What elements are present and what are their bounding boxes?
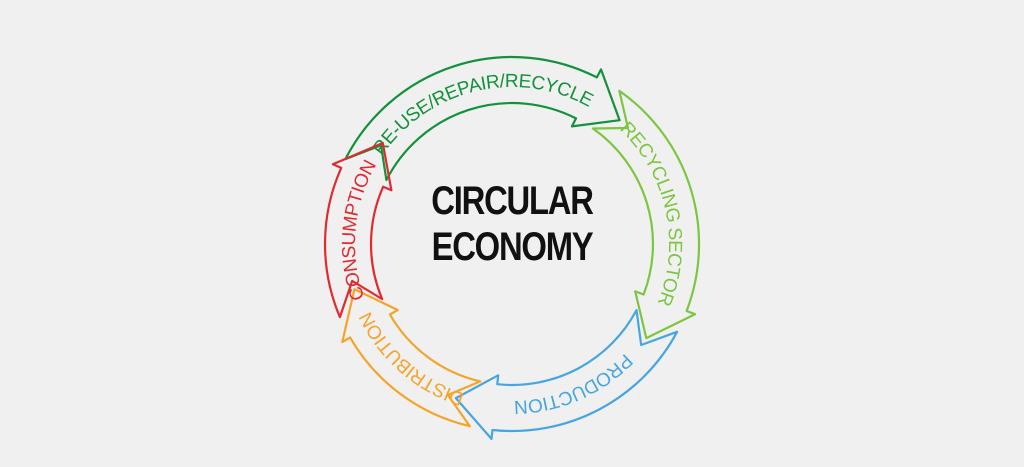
label-reuse-repair-recycle: RE-USE/REPAIR/RECYCLE — [369, 71, 596, 159]
segment-distribution: DISTRIBUTION — [341, 288, 482, 428]
arrow-reuse-repair-recycle — [344, 55, 621, 182]
center-title-line-1: CIRCULAR — [431, 179, 594, 223]
segment-consumption: CONSUMPTION — [323, 141, 393, 319]
label-consumption: CONSUMPTION — [339, 157, 381, 303]
arrow-recycling-sector — [591, 89, 701, 340]
arrow-distribution — [341, 288, 482, 428]
arrow-production — [454, 309, 679, 440]
arrow-consumption — [323, 141, 393, 319]
label-distribution: DISTRIBUTION — [356, 309, 467, 409]
center-title-line-2: ECONOMY — [431, 225, 594, 269]
center-title: CIRCULAR ECONOMY — [414, 178, 611, 270]
